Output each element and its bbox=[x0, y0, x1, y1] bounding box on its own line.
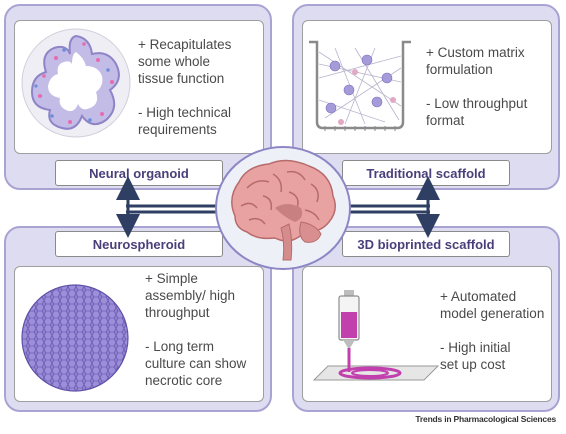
traditional-scaffold-illustration bbox=[309, 40, 411, 131]
neural-organoid-illustration bbox=[21, 28, 131, 138]
credit-text: Trends in Pharmacological Sciences bbox=[415, 414, 556, 424]
neurospheroid-description: + Simple assembly/ high throughput - Lon… bbox=[145, 271, 247, 388]
bioprinter-illustration bbox=[312, 290, 440, 381]
neurospheroid-label: Neurospheroid bbox=[55, 231, 223, 257]
traditional-scaffold-description: + Custom matrix formulation - Low throug… bbox=[426, 45, 528, 128]
neurospheroid-illustration bbox=[21, 284, 129, 392]
bioprinted-scaffold-description: + Automated model generation - High init… bbox=[440, 289, 545, 372]
brain-icon bbox=[231, 159, 336, 261]
brain-circle bbox=[215, 146, 351, 270]
neural-organoid-description: + Recapitulates some whole tissue functi… bbox=[138, 37, 232, 137]
traditional-scaffold-content-box bbox=[302, 20, 552, 154]
panel-traditional-scaffold bbox=[292, 4, 560, 190]
